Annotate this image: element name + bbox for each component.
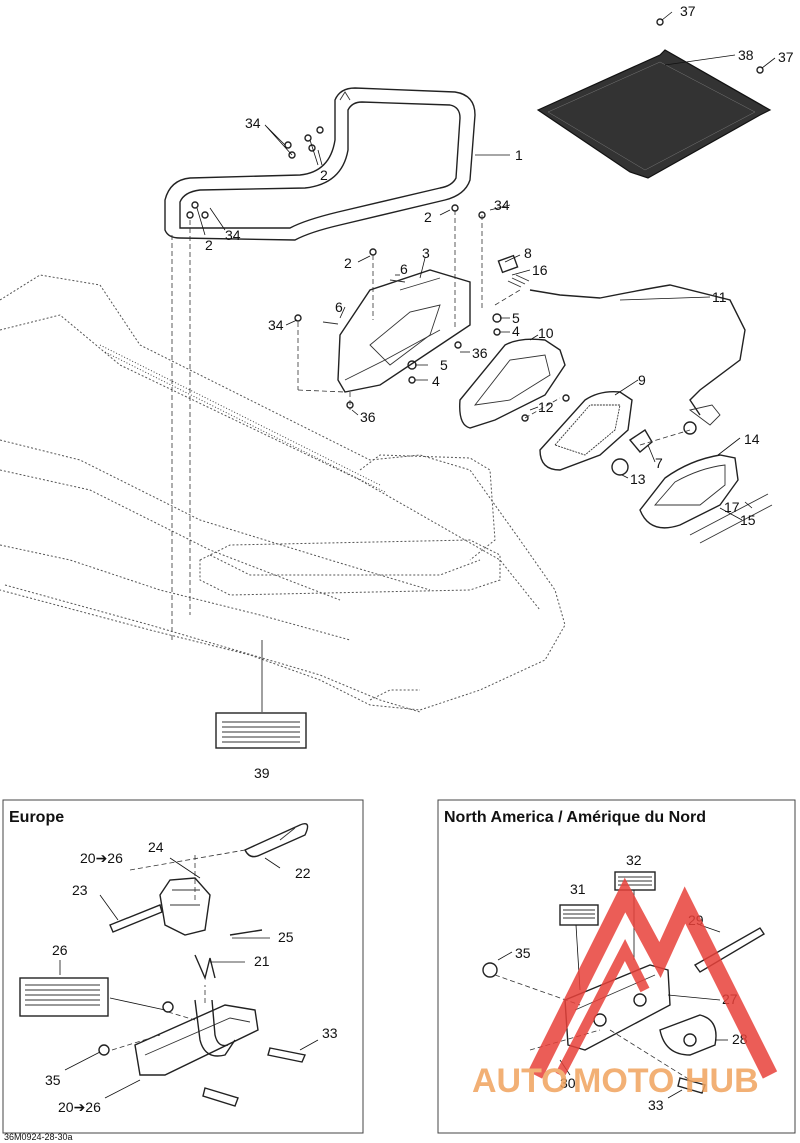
- callout-11: 11: [712, 289, 727, 305]
- warning-label-39: [215, 712, 307, 749]
- socket-part: [611, 421, 697, 476]
- callout-37: 37: [778, 49, 794, 65]
- callout-4: 4: [512, 323, 520, 339]
- callout-4: 4: [432, 373, 440, 389]
- fasteners: [186, 18, 773, 544]
- callout-6: 6: [335, 299, 343, 315]
- europe-callout-23: 23: [72, 882, 88, 898]
- callout-17: 17: [724, 499, 740, 515]
- callout-6: 6: [400, 261, 408, 277]
- na-callout-33: 33: [648, 1097, 664, 1113]
- callout-3: 3: [422, 245, 430, 261]
- europe-callout-20-26: 20➔26: [80, 850, 123, 866]
- callout-34: 34: [225, 227, 241, 243]
- europe-title: Europe: [9, 809, 64, 826]
- callout-34: 34: [268, 317, 284, 333]
- europe-callout-35: 35: [45, 1072, 61, 1088]
- callout-2: 2: [344, 255, 352, 271]
- callout-2: 2: [424, 209, 432, 225]
- watermark-text-moto: MOTO: [573, 1062, 674, 1100]
- watermark-text-auto: AUTO: [472, 1062, 568, 1100]
- lens-part: [639, 454, 739, 529]
- callout-15: 15: [740, 512, 756, 528]
- europe-callout-24: 24: [148, 839, 164, 855]
- callout-34: 34: [245, 115, 261, 131]
- mat-part: [536, 49, 772, 179]
- chassis-outline: [0, 274, 566, 713]
- drawing-code: 36M0924-28-30a: [4, 1132, 73, 1142]
- callout-2: 2: [320, 167, 328, 183]
- europe-callout-21: 21: [254, 953, 270, 969]
- leader-lines: [196, 11, 776, 712]
- wire-harness-part: [529, 284, 746, 426]
- europe-callout-20-26: 20➔26: [58, 1099, 101, 1115]
- europe-callout-33: 33: [322, 1025, 338, 1041]
- light-housing-part: [459, 338, 566, 429]
- europe-callout-26: 26: [52, 942, 68, 958]
- na-callout-32: 32: [626, 852, 642, 868]
- callout-8: 8: [524, 245, 532, 261]
- callout-5: 5: [512, 310, 520, 326]
- watermark-text-hub: HUB: [685, 1062, 759, 1100]
- callout-34: 34: [494, 197, 510, 213]
- light-base-part: [539, 390, 633, 471]
- callout-14: 14: [744, 431, 760, 447]
- na-callout-31: 31: [570, 881, 586, 897]
- callout-39: 39: [254, 765, 270, 781]
- callout-9: 9: [638, 372, 646, 388]
- callout-16: 16: [532, 262, 548, 278]
- callout-7: 7: [655, 455, 663, 471]
- callout-38: 38: [738, 47, 754, 63]
- callout-36: 36: [360, 409, 376, 425]
- bracket-part: [337, 269, 471, 393]
- europe-callout-22: 22: [295, 865, 311, 881]
- callout-10: 10: [538, 325, 554, 341]
- connector-part: [497, 254, 530, 288]
- callout-1: 1: [515, 147, 523, 163]
- callout-37: 37: [680, 3, 696, 19]
- na-callout-35: 35: [515, 945, 531, 961]
- main-callouts: 1 2 2 2 2 3 4 4 5 5 6 6 7 8 9 10 11 12 1…: [205, 3, 794, 781]
- callout-5: 5: [440, 357, 448, 373]
- north-america-title: North America / Amérique du Nord: [444, 809, 706, 826]
- callout-13: 13: [630, 471, 646, 487]
- europe-inset: Europe: [2, 799, 364, 1134]
- europe-callout-25: 25: [278, 929, 294, 945]
- callout-2: 2: [205, 237, 213, 253]
- callout-36: 36: [472, 345, 488, 361]
- callout-12: 12: [538, 399, 554, 415]
- automotohub-watermark: AUTO MOTO HUB: [472, 877, 778, 1100]
- grab-handle-part: [164, 87, 476, 241]
- na-callout-30: 30: [560, 1075, 576, 1091]
- alignment-lines: [171, 210, 691, 640]
